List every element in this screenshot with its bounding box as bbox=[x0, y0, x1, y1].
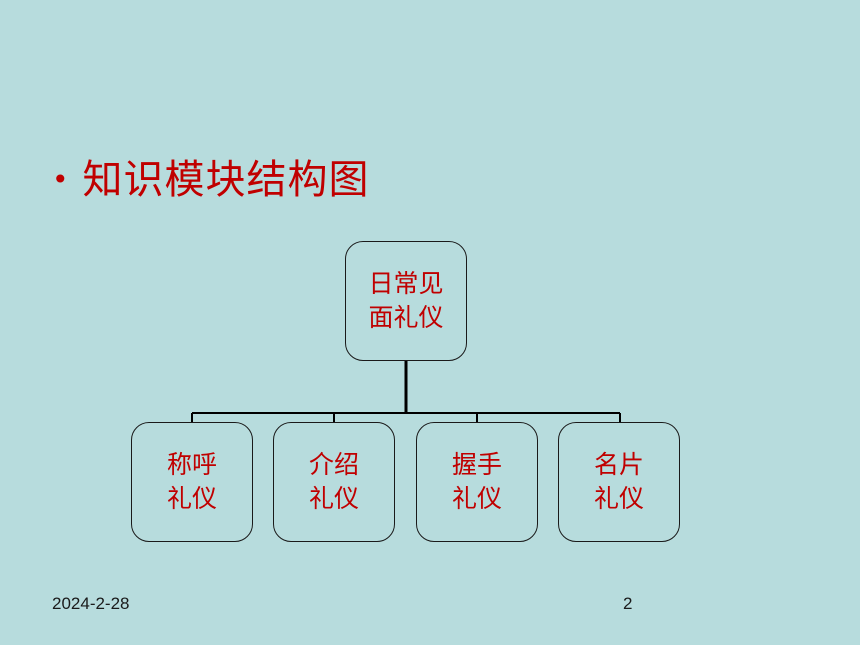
diagram-child-node-3: 握手 礼仪 bbox=[416, 422, 538, 542]
bullet-title-line: • 知识模块结构图 bbox=[52, 152, 370, 208]
root-node-line-1: 日常见 bbox=[368, 269, 444, 298]
diagram-child-node-1: 称呼 礼仪 bbox=[131, 422, 253, 542]
child-node-1-line-1: 称呼 bbox=[166, 450, 217, 479]
bullet-marker: • bbox=[52, 163, 69, 196]
child-node-2-line-1: 介绍 bbox=[308, 450, 359, 479]
page-number: 2 bbox=[623, 594, 633, 613]
slide-title: 知识模块结构图 bbox=[82, 157, 370, 203]
diagram-child-node-4: 名片 礼仪 bbox=[558, 422, 680, 542]
diagram-root-node: 日常见 面礼仪 bbox=[345, 241, 467, 361]
child-node-1-line-2: 礼仪 bbox=[166, 484, 217, 513]
child-node-2-line-2: 礼仪 bbox=[308, 484, 359, 513]
child-node-3-line-2: 礼仪 bbox=[451, 484, 502, 513]
footer-date: 2024-2-28 bbox=[52, 594, 130, 613]
child-node-4-line-1: 名片 bbox=[593, 450, 644, 479]
child-node-3-line-1: 握手 bbox=[451, 450, 502, 479]
diagram-child-node-2: 介绍 礼仪 bbox=[273, 422, 395, 542]
child-node-4-line-2: 礼仪 bbox=[593, 484, 644, 513]
root-node-line-2: 面礼仪 bbox=[368, 303, 444, 332]
